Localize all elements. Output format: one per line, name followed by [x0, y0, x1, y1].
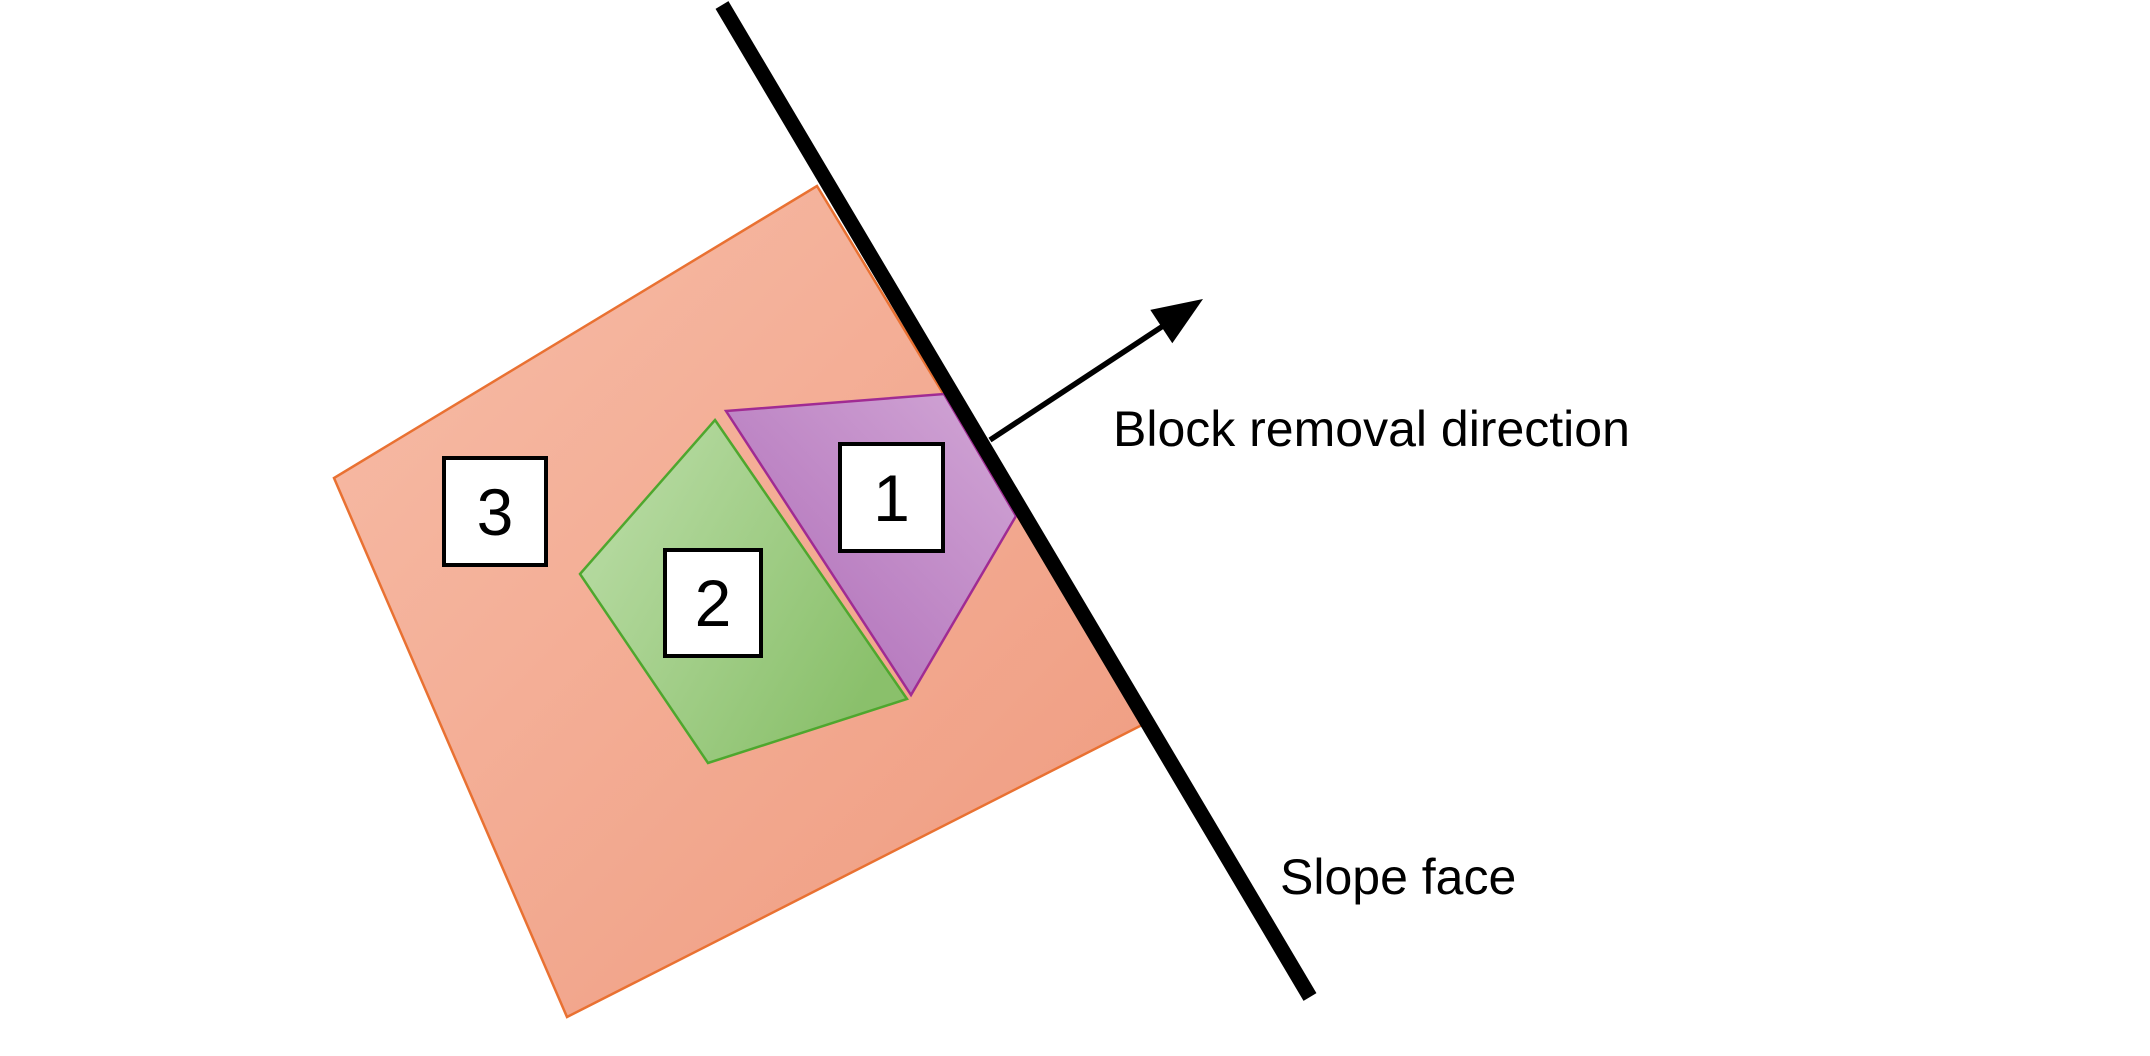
block-3-label-box: 3 [442, 456, 548, 567]
block-1-label-box: 1 [838, 442, 945, 553]
slope-face-line [715, 1, 1317, 1001]
block-2-label-box: 2 [663, 548, 763, 658]
block-2-number: 2 [694, 566, 732, 640]
block-1-number: 1 [873, 460, 910, 535]
slope-face-label: Slope face [1280, 849, 1517, 905]
removal-direction-arrow-icon [988, 299, 1203, 443]
block-3-number: 3 [476, 474, 514, 549]
block-removal-direction-label: Block removal direction [1113, 401, 1630, 457]
